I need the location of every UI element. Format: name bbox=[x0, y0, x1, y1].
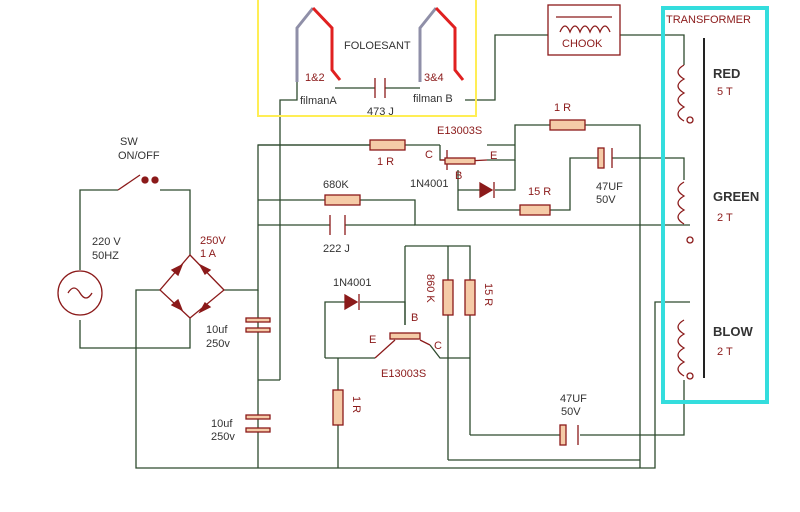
top-transistor-c: C bbox=[425, 149, 433, 161]
winding-red-turns: 5 T bbox=[717, 86, 733, 98]
cap1-voltage: 250v bbox=[206, 338, 230, 350]
resistor-1r-b: 1 R bbox=[554, 102, 572, 114]
winding-green-label: GREEN bbox=[713, 189, 760, 204]
lamp-title: FOLOESANT bbox=[344, 40, 411, 52]
wires bbox=[79, 34, 690, 469]
top-transistor-label: E13003S bbox=[437, 125, 483, 137]
source-frequency: 50HZ bbox=[92, 250, 119, 262]
winding-blow-turns: 2 T bbox=[717, 346, 733, 358]
bridge-voltage: 250V bbox=[200, 235, 226, 247]
winding-blow-label: BLOW bbox=[713, 324, 753, 339]
diode-top-label: 1N4001 bbox=[410, 178, 449, 190]
bottom-transistor-b: B bbox=[411, 312, 419, 324]
source-voltage: 220 V bbox=[92, 236, 121, 248]
resistor-860k-label: 860 K bbox=[424, 274, 436, 303]
lamp-filaments bbox=[295, 6, 465, 82]
switch-state-label: ON/OFF bbox=[118, 150, 160, 162]
resistor-15r-bottom: 15 R bbox=[482, 283, 494, 307]
cap-473-label: 473 J bbox=[367, 106, 394, 118]
bridge-rectifier bbox=[159, 254, 225, 319]
diode-bottom-label: 1N4001 bbox=[333, 277, 372, 289]
transformer-box bbox=[661, 6, 769, 404]
top-transistor-e: E bbox=[490, 150, 498, 162]
resistor-1r-a: 1 R bbox=[377, 156, 395, 168]
transformer-title: TRANSFORMER bbox=[666, 14, 751, 26]
cap-222j-label: 222 J bbox=[323, 243, 350, 255]
bottom-transistor-c: C bbox=[434, 340, 442, 352]
top-transistor-b: B bbox=[455, 170, 463, 182]
cap-47uf-bottom: 47UF bbox=[560, 393, 587, 405]
cap1-value: 10uf bbox=[206, 324, 228, 336]
cap-47uf-bottom-v: 50V bbox=[561, 406, 581, 418]
lamp-pin12: 1&2 bbox=[305, 72, 325, 84]
winding-red-label: RED bbox=[713, 66, 741, 81]
cap-47uf-top: 47UF bbox=[596, 181, 623, 193]
choke-label: CHOOK bbox=[562, 38, 603, 50]
cap2-voltage: 250v bbox=[211, 431, 235, 443]
components bbox=[57, 4, 705, 446]
bridge-current: 1 A bbox=[200, 248, 216, 260]
lamp-box bbox=[257, 0, 477, 117]
resistor-680k-label: 680K bbox=[323, 179, 349, 191]
bottom-transistor-label: E13003S bbox=[381, 368, 427, 380]
choke bbox=[547, 4, 621, 56]
filament-b-label: filman B bbox=[413, 93, 453, 105]
switch-label: SW bbox=[120, 136, 138, 148]
resistor-15r-top: 15 R bbox=[528, 186, 552, 198]
resistor-1r-bottom: 1 R bbox=[350, 396, 362, 414]
winding-green-turns: 2 T bbox=[717, 212, 733, 224]
cap-47uf-top-v: 50V bbox=[596, 194, 616, 206]
cap2-value: 10uf bbox=[211, 418, 233, 430]
lamp-pin34: 3&4 bbox=[424, 72, 444, 84]
bottom-transistor-e: E bbox=[369, 334, 377, 346]
filament-a-label: filmanA bbox=[300, 95, 337, 107]
ac-source bbox=[57, 270, 103, 316]
